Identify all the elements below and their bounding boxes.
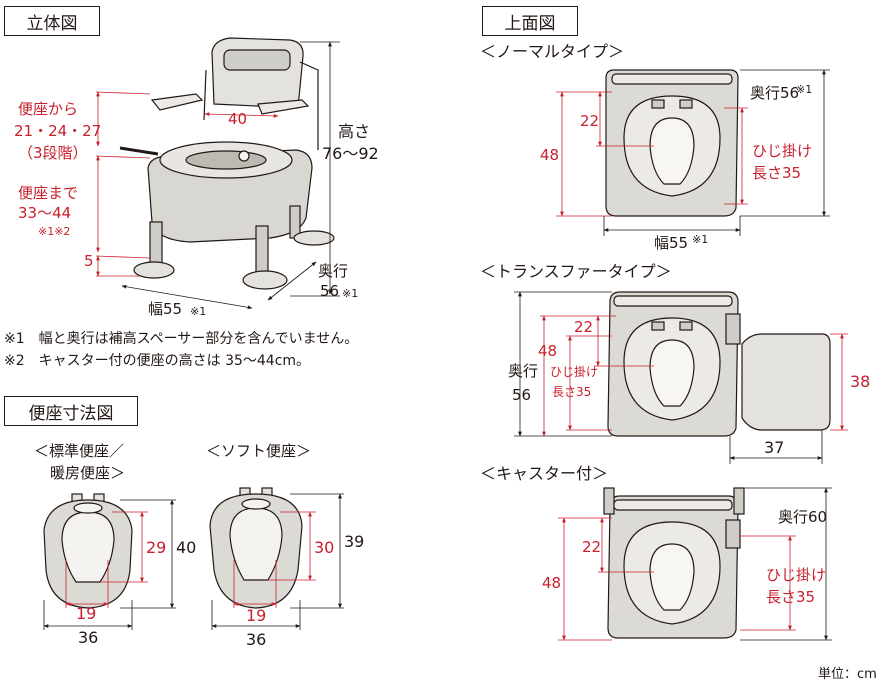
standard-seat-dims [43, 499, 176, 630]
height-value: 76〜92 [322, 144, 379, 163]
transfer-top-dims [514, 291, 848, 464]
caster-elbow-1: ひじ掛け [766, 566, 827, 584]
normal-top-drawing [605, 69, 739, 217]
soft-seat-title: ＜ソフト便座＞ [206, 442, 312, 460]
seat-from-values: 21・24・27 [14, 122, 102, 140]
normal-elbow-1: ひじ掛け [752, 142, 813, 160]
standard-seat-drawing [43, 493, 133, 609]
seat-to-values: 33〜44 [18, 204, 72, 222]
note-1: ※1 幅と奥行は補高スペーサー部分を含んでいません。 [4, 331, 359, 347]
caster-top-dims [558, 487, 832, 641]
soft-seat-dims [211, 493, 344, 630]
transfer-d48: 48 [538, 342, 558, 360]
foot-height-value: 5 [84, 252, 94, 270]
section-title-top: 上面図 [482, 6, 578, 36]
soft-inner-length: 30 [314, 538, 335, 557]
caster-d22: 22 [582, 538, 602, 556]
transfer-d38: 38 [850, 372, 871, 391]
normal-width: 幅55 [654, 234, 689, 252]
depth-value: 56 [320, 282, 340, 300]
iso-red-dimensions [95, 91, 279, 277]
armrest-gap-value: 40 [228, 110, 248, 128]
note-2: ※2 キャスター付の便座の高さは 35〜44cm。 [4, 353, 311, 369]
normal-depth: 奥行56 [750, 84, 800, 102]
normal-type-title: ＜ノーマルタイプ＞ [480, 42, 625, 61]
normal-elbow-2: 長さ35 [752, 164, 802, 182]
normal-d48: 48 [540, 146, 560, 164]
commode-3d-drawing [119, 37, 335, 290]
transfer-depth-2: 56 [512, 386, 532, 404]
normal-width-note: ※1 [692, 233, 709, 246]
height-label: 高さ [338, 122, 371, 141]
std-inner-length: 29 [146, 538, 167, 557]
width-note: ※1 [190, 305, 207, 318]
caster-d48: 48 [542, 574, 562, 592]
transfer-elbow-1: ひじ掛け [550, 365, 599, 379]
depth-label: 奥行 [318, 262, 349, 280]
unit-label: 単位：cm [818, 667, 877, 682]
normal-d22: 22 [580, 112, 600, 130]
std-outer-width: 36 [78, 628, 99, 647]
soft-outer-length: 39 [344, 532, 365, 551]
seat-from-label: 便座から [18, 100, 79, 118]
caster-depth: 奥行60 [778, 508, 828, 526]
transfer-d22: 22 [574, 318, 594, 336]
caster-type-title: ＜キャスター付＞ [480, 464, 609, 483]
transfer-d37: 37 [764, 438, 785, 457]
seat-to-note: ※1※2 [38, 225, 71, 238]
std-inner-width: 19 [76, 604, 97, 623]
iso-dimension-lines [121, 41, 340, 310]
transfer-elbow-2: 長さ35 [552, 385, 592, 399]
section-title-seat: 便座寸法図 [4, 396, 138, 426]
caster-top-drawing [603, 487, 745, 639]
soft-outer-width: 36 [246, 630, 267, 649]
depth-note: ※1 [342, 287, 359, 300]
seat-to-label: 便座まで [18, 184, 79, 202]
standard-seat-title-2: 暖房便座＞ [50, 464, 126, 482]
transfer-depth-1: 奥行 [508, 362, 539, 380]
soft-inner-width: 19 [246, 606, 267, 625]
caster-elbow-2: 長さ35 [766, 588, 816, 606]
transfer-type-title: ＜トランスファータイプ＞ [480, 262, 672, 281]
section-title-iso: 立体図 [4, 6, 100, 36]
soft-seat-drawing [209, 487, 303, 609]
normal-top-dims [556, 69, 830, 236]
std-outer-length: 40 [176, 538, 197, 557]
seat-from-steps: （3段階） [18, 144, 88, 162]
standard-seat-title-1: ＜標準便座／ [34, 442, 125, 460]
transfer-top-drawing [607, 291, 831, 437]
normal-depth-note: ※1 [796, 83, 813, 96]
width-label: 幅55 [148, 300, 183, 318]
